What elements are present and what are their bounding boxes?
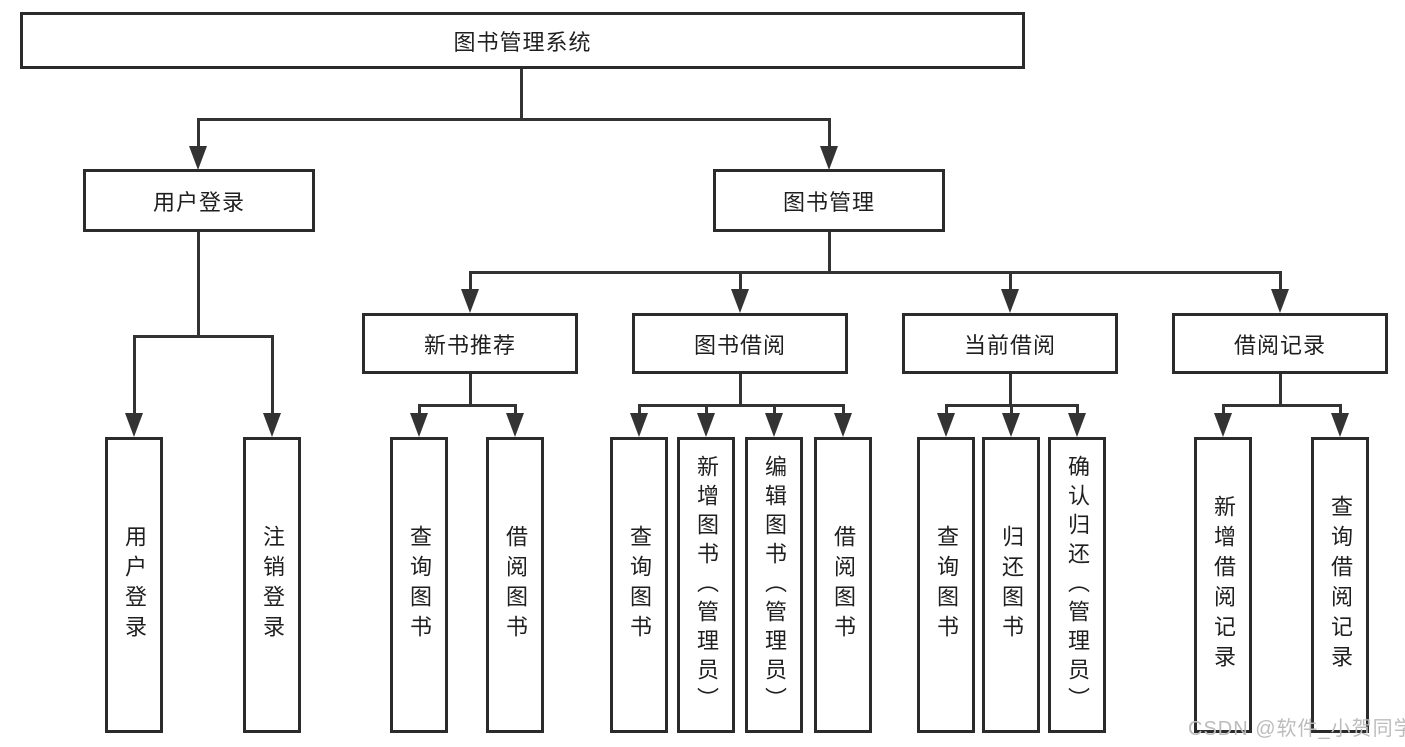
edge-line [828, 232, 831, 274]
node-new-book-recommend-label: 新书推荐 [423, 332, 516, 358]
node-borrow-records: 借阅记录 [1172, 313, 1388, 374]
leaf-user-login: 用户登录 [105, 437, 163, 733]
edge-line [133, 335, 136, 413]
edge-line [197, 118, 831, 121]
edge-arrowhead-down [263, 413, 281, 437]
edge-line [739, 271, 742, 292]
node-book-borrow-label: 图书借阅 [693, 332, 786, 358]
edge-line [1279, 271, 1282, 292]
edge-arrowhead-down [461, 289, 479, 313]
leaf-label: 新增借阅记录 [1211, 495, 1236, 675]
leaf-label: 借阅图书 [503, 525, 528, 645]
leaf-query-book-3: 查询图书 [917, 437, 975, 733]
edge-arrowhead-down [125, 413, 143, 437]
edge-line [469, 271, 1282, 274]
edge-line [705, 404, 708, 415]
edge-arrowhead-down [834, 413, 852, 437]
leaf-label: 查询图书 [407, 525, 432, 645]
leaf-add-borrow-record: 新增借阅记录 [1194, 437, 1252, 733]
node-book-borrow: 图书借阅 [632, 313, 848, 374]
edge-arrowhead-down [820, 146, 838, 170]
node-borrow-records-label: 借阅记录 [1233, 332, 1326, 358]
edge-line [1010, 404, 1013, 415]
edge-line [271, 335, 274, 413]
leaf-label: 查询借阅记录 [1328, 495, 1353, 675]
edge-line [773, 404, 776, 415]
edge-arrowhead-down [937, 413, 955, 437]
leaf-confirm-return-admin: 确认归还（管理员） [1048, 437, 1106, 733]
node-book-management-label: 图书管理 [782, 189, 875, 215]
leaf-borrow-book-2: 借阅图书 [814, 437, 872, 733]
edge-line [520, 69, 523, 121]
edge-arrowhead-down [1331, 413, 1349, 437]
leaf-label: 注销登录 [260, 525, 285, 645]
leaf-label: 用户登录 [122, 525, 147, 645]
edge-line [469, 271, 472, 292]
edge-arrowhead-down [410, 413, 428, 437]
edge-line [1076, 404, 1079, 415]
node-current-borrow-label: 当前借阅 [963, 332, 1056, 358]
leaf-add-book-admin: 新增图书（管理员） [677, 437, 735, 733]
edge-line [1279, 374, 1282, 407]
node-user-login-label: 用户登录 [152, 189, 245, 215]
edge-line [418, 404, 517, 407]
leaf-edit-book-admin: 编辑图书（管理员） [745, 437, 803, 733]
node-root-label: 图书管理系统 [453, 29, 592, 55]
leaf-borrow-book-1: 借阅图书 [486, 437, 544, 733]
edge-line [1222, 404, 1342, 407]
edge-arrowhead-down [765, 413, 783, 437]
edge-arrowhead-down [1002, 413, 1020, 437]
edge-arrowhead-down [697, 413, 715, 437]
edge-line [1009, 271, 1012, 292]
edge-line [638, 404, 845, 407]
leaf-logout: 注销登录 [243, 437, 301, 733]
edge-arrowhead-down [1214, 413, 1232, 437]
edge-line [1009, 374, 1012, 407]
edge-arrowhead-down [630, 413, 648, 437]
edge-line [1339, 404, 1342, 415]
edge-line [638, 404, 641, 415]
edge-line [945, 404, 948, 415]
leaf-label: 确认归还（管理员） [1065, 454, 1090, 716]
node-current-borrow: 当前借阅 [902, 313, 1118, 374]
leaf-label: 借阅图书 [831, 525, 856, 645]
edge-line [1222, 404, 1225, 415]
leaf-query-book-2: 查询图书 [610, 437, 668, 733]
edge-arrowhead-down [189, 146, 207, 170]
edge-line [197, 232, 200, 336]
node-user-login: 用户登录 [83, 169, 315, 232]
leaf-query-book-1: 查询图书 [390, 437, 448, 733]
edge-line [197, 118, 200, 148]
leaf-label: 查询图书 [934, 525, 959, 645]
edge-line [133, 335, 274, 338]
edge-line [418, 404, 421, 415]
leaf-label: 归还图书 [999, 525, 1024, 645]
edge-line [739, 374, 742, 407]
node-root: 图书管理系统 [20, 12, 1025, 69]
edge-arrowhead-down [1068, 413, 1086, 437]
edge-arrowhead-down [731, 289, 749, 313]
leaf-return-book: 归还图书 [982, 437, 1040, 733]
edge-line [469, 374, 472, 407]
leaf-query-borrow-record: 查询借阅记录 [1311, 437, 1369, 733]
edge-arrowhead-down [1271, 289, 1289, 313]
leaf-label: 新增图书（管理员） [694, 454, 719, 716]
edge-arrowhead-down [1001, 289, 1019, 313]
edge-line [828, 118, 831, 148]
node-book-management: 图书管理 [713, 169, 945, 232]
node-new-book-recommend: 新书推荐 [362, 313, 578, 374]
leaf-label: 编辑图书（管理员） [762, 454, 787, 716]
edge-line [514, 404, 517, 415]
edge-line [842, 404, 845, 415]
watermark: CSDN @软件_小贺同学 [1188, 718, 1405, 740]
leaf-label: 查询图书 [627, 525, 652, 645]
edge-arrowhead-down [506, 413, 524, 437]
